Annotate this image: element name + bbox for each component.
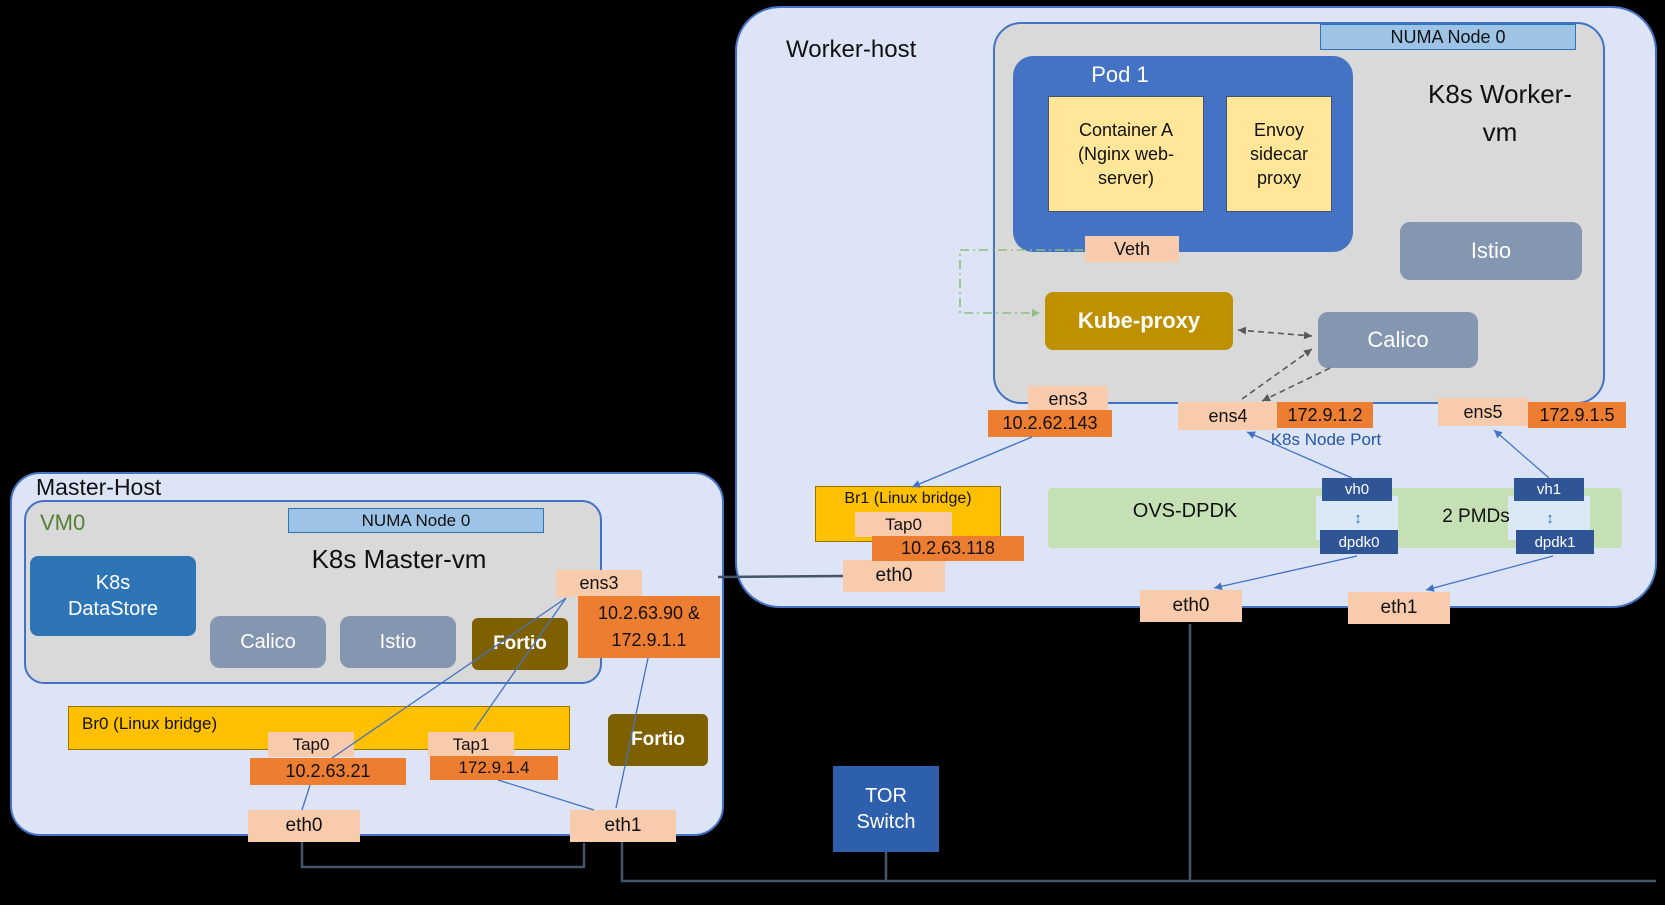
worker-eth1: eth1 — [1348, 592, 1450, 624]
master-ens3-label: ens3 — [556, 570, 642, 597]
br0-label: Br0 (Linux bridge) — [82, 714, 218, 733]
worker-ens3-label: ens3 — [1028, 386, 1108, 412]
dpdk0-port: dpdk0 — [1320, 530, 1398, 554]
worker-tap0-label: Tap0 — [855, 512, 952, 537]
envoy-sidecar-box: Envoy sidecar proxy — [1226, 96, 1332, 212]
pmds-label: 2 PMDs — [1442, 506, 1510, 527]
master-fortio-box: Fortio — [472, 618, 568, 670]
worker-istio-box: Istio — [1400, 222, 1582, 280]
k8s-node-port-label: K8s Node Port — [1270, 430, 1382, 449]
master-tap0-label: Tap0 — [268, 732, 354, 757]
worker-host-label: Worker-host — [786, 36, 917, 63]
worker-ens4-ip: 172.9.1.2 — [1277, 402, 1373, 428]
master-tap0-ip: 10.2.63.21 — [250, 758, 406, 785]
master-tap1-label: Tap1 — [428, 732, 514, 757]
worker-ens3-ip: 10.2.62.143 — [988, 410, 1112, 437]
container-a-box: Container A (Nginx web-server) — [1048, 96, 1204, 212]
master-istio-box: Istio — [340, 616, 456, 668]
host-fortio-box: Fortio — [608, 714, 708, 766]
ovs-dpdk-label: OVS-DPDK — [1132, 500, 1238, 522]
worker-vm-title: K8s Worker-vm — [1428, 79, 1572, 147]
master-host-label: Master-Host — [36, 474, 162, 500]
worker-ens5-ip: 172.9.1.5 — [1528, 402, 1626, 428]
master-tap1-ip: 172.9.1.4 — [430, 756, 558, 780]
k8s-datastore-box: K8s DataStore — [30, 556, 196, 636]
pod-1-label: Pod 1 — [1091, 62, 1149, 87]
updown-arrow-icon: ↕ — [1546, 509, 1554, 527]
vh1-port: vh1 — [1514, 478, 1584, 501]
dpdk1-port: dpdk1 — [1516, 530, 1594, 554]
worker-ens4-label: ens4 — [1178, 402, 1278, 430]
master-eth0: eth0 — [248, 810, 360, 842]
worker-ens5-label: ens5 — [1438, 398, 1528, 426]
worker-tap0-ip: 10.2.63.118 — [872, 536, 1024, 561]
worker-eth0-mid: eth0 — [1140, 590, 1242, 622]
br1-label: Br1 (Linux bridge) — [844, 490, 972, 507]
worker-numa-badge: NUMA Node 0 — [1320, 24, 1576, 50]
master-numa-badge: NUMA Node 0 — [288, 508, 544, 533]
kube-proxy-box: Kube-proxy — [1045, 292, 1233, 350]
master-calico-box: Calico — [210, 616, 326, 668]
veth-label: Veth — [1085, 236, 1179, 262]
master-ens3-ip: 10.2.63.90 & 172.9.1.1 — [578, 596, 720, 658]
master-vm-title: K8s Master-vm — [311, 544, 487, 574]
worker-calico-box: Calico — [1318, 312, 1478, 368]
tor-switch-box: TOR Switch — [833, 766, 939, 852]
vm0-label: VM0 — [40, 510, 86, 535]
master-eth1: eth1 — [570, 810, 676, 842]
worker-eth0-left: eth0 — [843, 560, 945, 592]
updown-arrow-icon: ↕ — [1354, 509, 1362, 527]
vh0-port: vh0 — [1322, 478, 1392, 501]
